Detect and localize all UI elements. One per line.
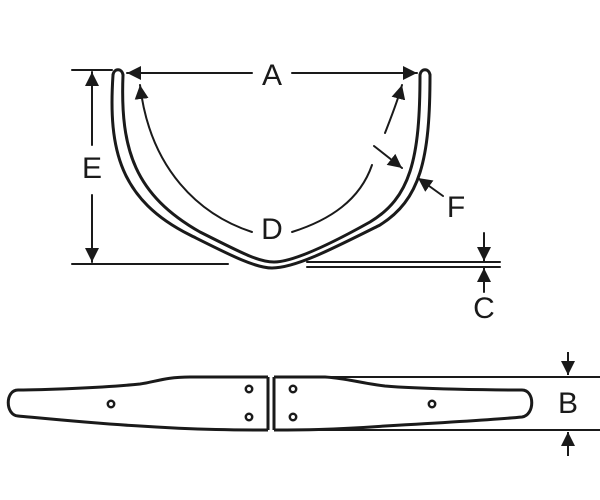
strap-left-cap bbox=[111, 68, 125, 77]
strap-outer-outline bbox=[110, 73, 432, 270]
hole-right-outer bbox=[427, 399, 437, 409]
label-d: D bbox=[261, 213, 283, 246]
label-a: A bbox=[261, 59, 283, 92]
label-c: C bbox=[473, 292, 495, 325]
d-arc-right-top bbox=[384, 84, 406, 134]
d-arc-right bbox=[291, 164, 373, 233]
strap-right-cap bbox=[418, 68, 432, 77]
top-view bbox=[6, 352, 600, 456]
hole-left-outer bbox=[106, 399, 116, 409]
hole-left-top bbox=[244, 384, 254, 394]
f-arrow-outer bbox=[417, 177, 444, 197]
strap-right-half bbox=[273, 375, 534, 432]
label-b: B bbox=[557, 387, 579, 420]
d-arc-left bbox=[134, 84, 253, 233]
hole-right-top bbox=[288, 384, 298, 394]
label-e: E bbox=[81, 152, 103, 185]
f-arrow-inner bbox=[373, 145, 403, 169]
strap-inner-outline bbox=[121, 73, 422, 264]
side-view bbox=[71, 66, 501, 293]
strap-left-half bbox=[6, 375, 269, 432]
label-f: F bbox=[446, 191, 466, 224]
hole-left-bottom bbox=[244, 412, 254, 422]
hole-right-bottom bbox=[288, 412, 298, 422]
